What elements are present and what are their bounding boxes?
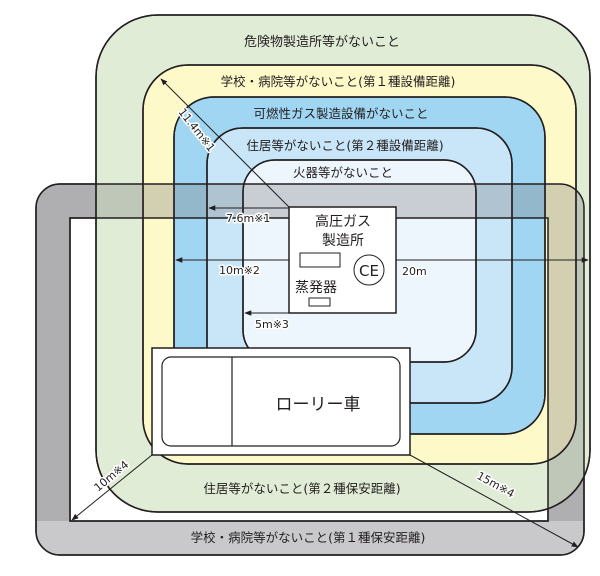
facility-title-line2: 製造所 xyxy=(322,233,364,249)
evaporator-rectangle xyxy=(308,297,331,307)
label-distance-5m: 5m※3 xyxy=(255,318,289,331)
label-school-hospital-facility-1: 学校・病院等がないこと(第１種設備距離) xyxy=(221,74,456,89)
label-flammable-gas-equipment: 可燃性ガス製造設備がないこと xyxy=(253,106,428,121)
lorry-label: ローリー車 xyxy=(276,395,361,415)
label-residence-facility-2: 住居等がないこと(第２種設備距離) xyxy=(246,138,443,153)
label-school-hospital-safety-1: 学校・病院等がないこと(第１種保安距離) xyxy=(191,530,426,545)
ce-label: CE xyxy=(359,262,379,280)
tank-rectangle xyxy=(299,252,341,268)
evaporator-label: 蒸発器 xyxy=(295,280,337,296)
label-distance-20m: 20m xyxy=(402,265,427,278)
lorry-truck: ローリー車 xyxy=(151,347,411,456)
label-residence-safety-2: 住居等がないこと(第２種保安距離) xyxy=(203,481,400,496)
label-distance-7-6m: 7.6m※1 xyxy=(226,212,270,225)
high-pressure-gas-facility: 高圧ガス 製造所 CE 蒸発器 xyxy=(288,206,397,314)
distance-line-10m-lorry xyxy=(71,454,153,521)
label-distance-10m: 10m※2 xyxy=(219,264,260,277)
distance-line-11-4m xyxy=(160,78,290,208)
distance-line-15m-lorry xyxy=(409,454,579,548)
ce-tank-icon xyxy=(353,254,385,286)
label-fire-source: 火器等がないこと xyxy=(293,165,393,180)
facility-title-line1: 高圧ガス xyxy=(315,213,371,230)
label-hazardous-materials: 危険物製造所等がないこと xyxy=(244,34,400,50)
